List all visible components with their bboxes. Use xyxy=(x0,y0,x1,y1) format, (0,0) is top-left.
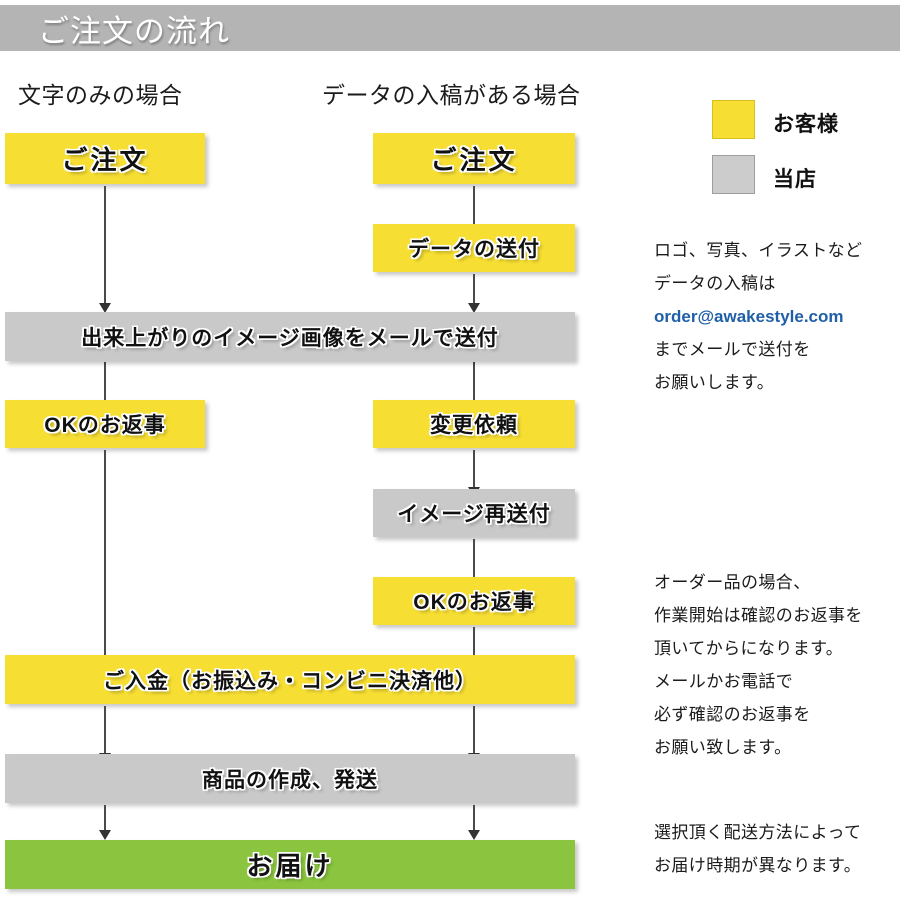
flow-box-right-ok-reply[interactable]: OKのお返事 xyxy=(373,577,575,625)
flow-box-shared-delivery[interactable]: お届け xyxy=(5,840,575,889)
legend-label-customer: お客様 xyxy=(773,113,839,136)
flow-box-label: 出来上がりのイメージ画像をメールで送付 xyxy=(81,326,499,350)
arrow-left-image-to-ok xyxy=(104,362,106,400)
email-link[interactable]: order@awakestyle.com xyxy=(654,307,844,326)
note-line: お願いします。 xyxy=(654,373,775,392)
note-line: 選択頂く配送方法によって xyxy=(654,823,862,842)
flow-box-label: 変更依頼 xyxy=(430,414,518,437)
legend-swatch-store xyxy=(712,155,755,194)
note-line: お届け時期が異なります。 xyxy=(654,856,862,875)
flow-box-label: ご注文 xyxy=(430,145,518,175)
column-caption-left: 文字のみの場合 xyxy=(18,82,183,108)
page-title: ご注文の流れ xyxy=(38,14,230,49)
flow-box-shared-send-image[interactable]: 出来上がりのイメージ画像をメールで送付 xyxy=(5,312,575,361)
arrow-right-ok-to-payment xyxy=(473,627,475,655)
flow-box-label: OKのお返事 xyxy=(44,414,166,437)
flow-box-label: データの送付 xyxy=(408,238,540,261)
flow-box-right-send-data[interactable]: データの送付 xyxy=(373,224,575,272)
column-caption-right: データの入稿がある場合 xyxy=(322,82,581,108)
note-line: 作業開始は確認のお返事を xyxy=(654,606,863,625)
flow-box-left-ok-reply[interactable]: OKのお返事 xyxy=(5,400,205,448)
header-bar xyxy=(0,5,900,51)
note-shipping: 選択頂く配送方法によって お届け時期が異なります。 xyxy=(654,816,861,882)
arrow-left-payment-to-production xyxy=(99,706,111,763)
arrow-right-production-to-delivery xyxy=(468,805,480,840)
note-line: データの入稿は xyxy=(654,274,776,293)
arrow-right-image-to-change xyxy=(473,362,475,400)
arrow-right-data-to-image xyxy=(468,274,480,313)
flow-box-left-order[interactable]: ご注文 xyxy=(5,133,205,184)
arrow-left-ok-to-payment xyxy=(104,450,106,655)
legend-label-store: 当店 xyxy=(773,168,817,191)
flow-box-right-resend-image[interactable]: イメージ再送付 xyxy=(373,489,575,537)
arrow-left-production-to-delivery xyxy=(99,805,111,840)
flow-box-label: ご注文 xyxy=(61,145,149,175)
flow-box-label: OKのお返事 xyxy=(413,591,535,614)
note-line: までメールで送付を xyxy=(654,340,811,359)
arrow-right-resend-to-ok xyxy=(473,539,475,577)
flow-box-shared-production-shipping[interactable]: 商品の作成、発送 xyxy=(5,754,575,803)
flow-box-shared-payment[interactable]: ご入金（お振込み・コンビニ決済他） xyxy=(5,655,575,704)
flow-box-label: お届け xyxy=(246,851,334,881)
flow-box-label: ご入金（お振込み・コンビニ決済他） xyxy=(103,669,477,693)
note-line: 頂いてからになります。 xyxy=(654,639,844,658)
arrow-right-payment-to-production xyxy=(468,706,480,763)
note-line: オーダー品の場合、 xyxy=(654,573,811,592)
legend-swatch-customer xyxy=(712,100,755,139)
note-line: 必ず確認のお返事を xyxy=(654,705,811,724)
note-order-confirmation: オーダー品の場合、 作業開始は確認のお返事を 頂いてからになります。 メールかお… xyxy=(654,566,863,764)
note-data-submission: ロゴ、写真、イラストなど データの入稿は order@awakestyle.co… xyxy=(654,234,862,399)
arrow-left-order-to-image xyxy=(99,186,111,313)
flow-box-label: イメージ再送付 xyxy=(397,503,551,526)
note-line: お願い致します。 xyxy=(654,738,792,757)
flow-box-right-change-request[interactable]: 変更依頼 xyxy=(373,400,575,448)
arrow-right-order-to-data xyxy=(473,186,475,224)
note-line: メールかお電話で xyxy=(654,672,794,691)
note-line: ロゴ、写真、イラストなど xyxy=(654,241,863,260)
flow-box-label: 商品の作成、発送 xyxy=(202,768,378,792)
flow-box-right-order[interactable]: ご注文 xyxy=(373,133,575,184)
arrow-right-change-to-resend xyxy=(468,450,480,497)
